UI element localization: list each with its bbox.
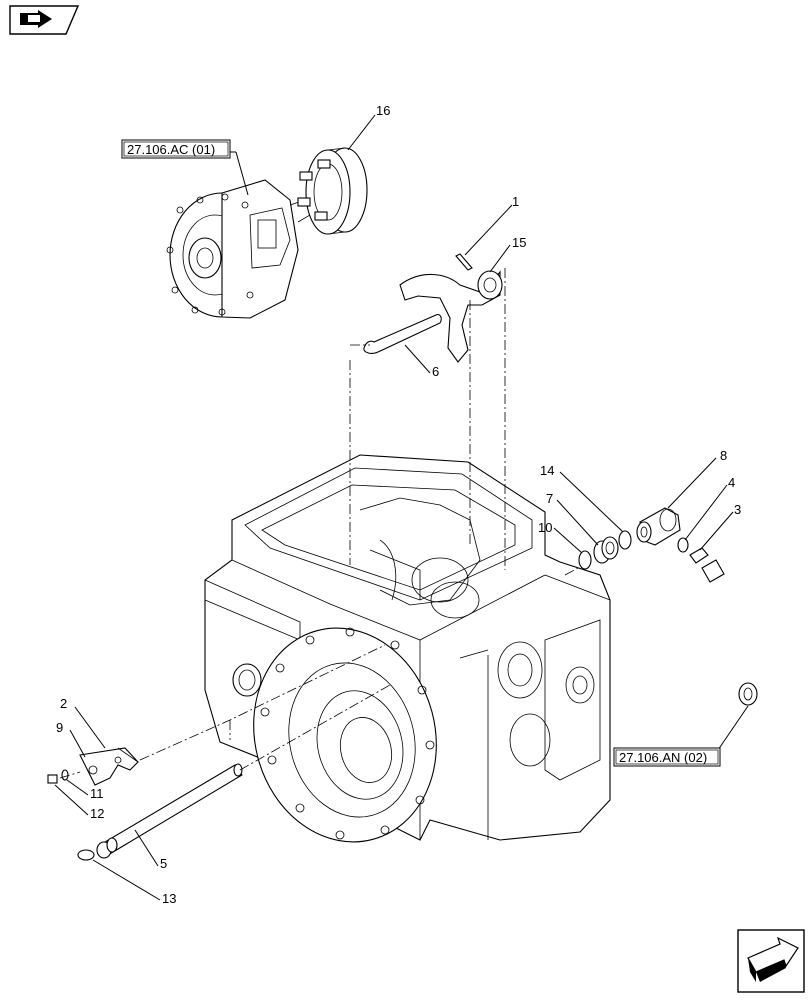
spring-part-6	[363, 314, 442, 354]
callout-13: 13	[162, 891, 176, 906]
callout-8: 8	[720, 448, 727, 463]
view-direction-icon[interactable]	[9, 5, 80, 35]
callout-7: 7	[546, 491, 553, 506]
next-page-arrow-icon[interactable]	[737, 929, 805, 993]
leader-lines	[54, 114, 749, 901]
shift-fork-part-15	[399, 270, 503, 363]
piston-part-8	[636, 507, 681, 546]
callout-3: 3	[734, 502, 741, 517]
callout-15: 15	[512, 235, 526, 250]
oil-pipe	[716, 579, 758, 706]
callout-2: 2	[60, 696, 67, 711]
roll-pin-part-1	[455, 253, 473, 271]
differential-assembly	[166, 179, 311, 319]
o-ring-part-4	[677, 537, 689, 553]
fitting-part-3	[689, 547, 725, 583]
bushing-part-7	[593, 536, 619, 564]
ref-box-oil-pipe[interactable]: 27.106.AN (02)	[613, 747, 721, 767]
callout-10: 10	[538, 520, 552, 535]
callout-1: 1	[512, 194, 519, 209]
callout-16: 16	[376, 103, 390, 118]
plate-part-9	[79, 747, 139, 786]
callout-11: 11	[90, 786, 104, 801]
callout-12: 12	[90, 806, 104, 821]
assembly-lines	[59, 268, 581, 779]
callout-14: 14	[540, 463, 554, 478]
ref-box-differential[interactable]: 27.106.AC (01)	[121, 139, 231, 159]
snap-ring-part-14	[618, 530, 632, 550]
o-ring-part-13	[77, 849, 95, 861]
callout-4: 4	[728, 475, 735, 490]
ref-differential-label: 27.106.AC (01)	[127, 142, 215, 157]
shaft-part-5	[96, 763, 243, 859]
snap-ring-part-10	[578, 550, 592, 570]
ref-oil-pipe-label: 27.106.AN (02)	[619, 750, 707, 765]
coupling-part-16	[297, 147, 368, 235]
bolt-part-12	[47, 774, 58, 784]
callout-labels: 1 2 3 4 5 6 7 8 9 10 11 12 13 14 15 16	[56, 103, 741, 906]
callout-6: 6	[432, 364, 439, 379]
washer-part-11	[61, 769, 69, 781]
callout-5: 5	[160, 856, 167, 871]
callout-9: 9	[56, 720, 63, 735]
transmission-housing	[204, 454, 611, 843]
